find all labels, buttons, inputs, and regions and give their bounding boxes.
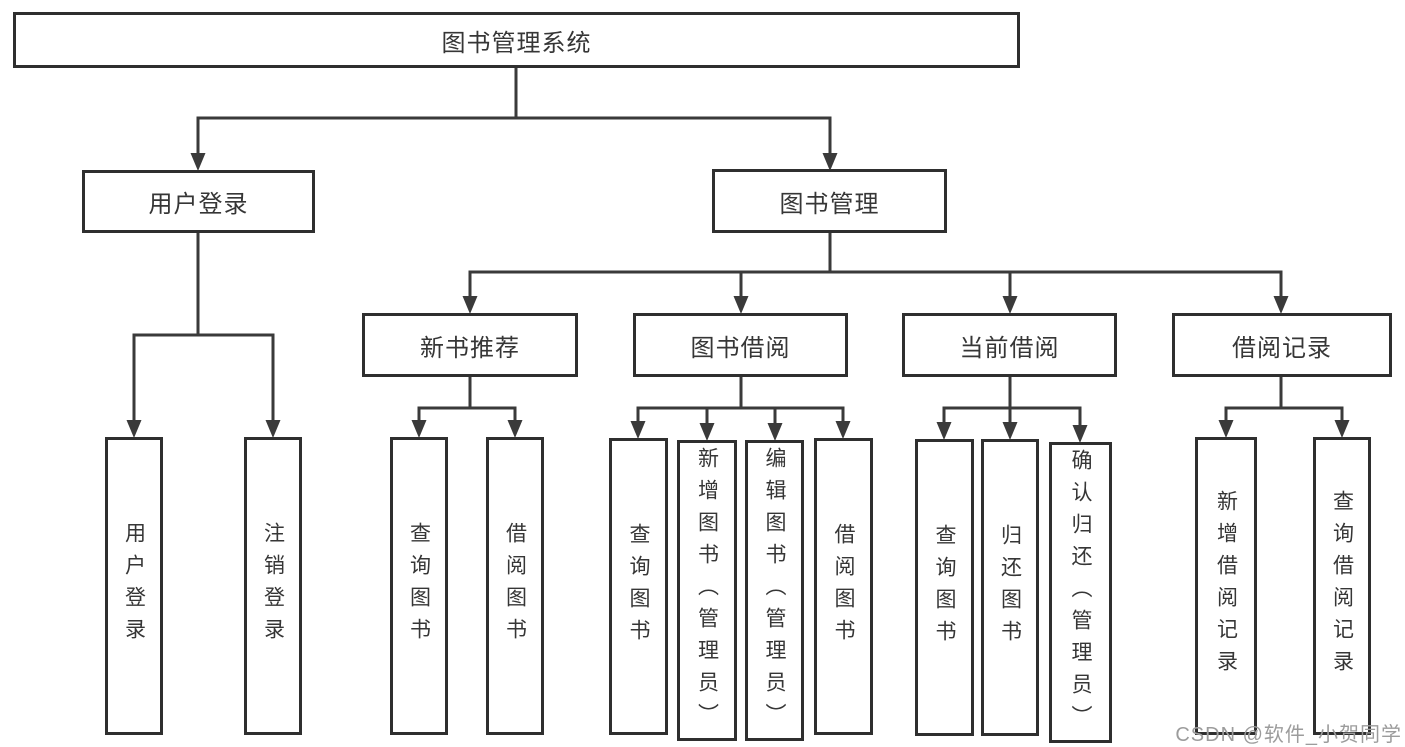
node-new-book-recommend: 新书推荐 bbox=[362, 313, 578, 377]
leaf-edit-book-admin: 编辑图书（管理员） bbox=[745, 440, 804, 741]
arrowheads-level3 bbox=[462, 296, 1289, 314]
watermark-text: CSDN @软件_小贺同学 bbox=[1175, 724, 1402, 746]
leaf-borrow-book: 借阅图书 bbox=[814, 438, 873, 735]
connector-root-to-level2 bbox=[196, 66, 832, 162]
connector-user-login-children bbox=[132, 231, 275, 429]
arrowheads-level2 bbox=[190, 153, 838, 171]
connector-borrow-records-children bbox=[1224, 375, 1344, 429]
node-book-borrow: 图书借阅 bbox=[633, 313, 848, 377]
arrowheads-book-borrow bbox=[630, 421, 851, 441]
leaf-add-borrow-record: 新增借阅记录 bbox=[1195, 437, 1257, 735]
leaf-user-login: 用户登录 bbox=[105, 437, 163, 735]
leaf-add-book-admin: 新增图书（管理员） bbox=[677, 440, 737, 741]
leaf-confirm-return-admin: 确认归还（管理员） bbox=[1049, 442, 1112, 743]
node-user-login: 用户登录 bbox=[82, 170, 315, 233]
arrowheads-user-login-children bbox=[126, 420, 281, 438]
leaf-query-book-borrow: 查询图书 bbox=[609, 438, 668, 735]
leaf-query-book-recommend: 查询图书 bbox=[390, 437, 448, 735]
node-root: 图书管理系统 bbox=[13, 12, 1020, 68]
connector-new-book-recommend-children bbox=[417, 375, 517, 429]
arrowheads-borrow-records bbox=[1218, 420, 1350, 438]
node-current-borrow: 当前借阅 bbox=[902, 313, 1117, 377]
leaf-logout-login: 注销登录 bbox=[244, 437, 302, 735]
node-book-management: 图书管理 bbox=[712, 169, 947, 233]
leaf-query-book-current: 查询图书 bbox=[915, 439, 974, 736]
arrowheads-current-borrow bbox=[936, 422, 1088, 443]
connector-book-management-children bbox=[468, 231, 1283, 305]
connector-book-borrow-children bbox=[636, 375, 845, 432]
leaf-borrow-book-recommend: 借阅图书 bbox=[486, 437, 544, 735]
node-borrow-records: 借阅记录 bbox=[1172, 313, 1392, 377]
arrowheads-new-book-recommend bbox=[411, 420, 523, 438]
leaf-query-borrow-record: 查询借阅记录 bbox=[1313, 437, 1371, 735]
leaf-return-book: 归还图书 bbox=[981, 439, 1039, 736]
